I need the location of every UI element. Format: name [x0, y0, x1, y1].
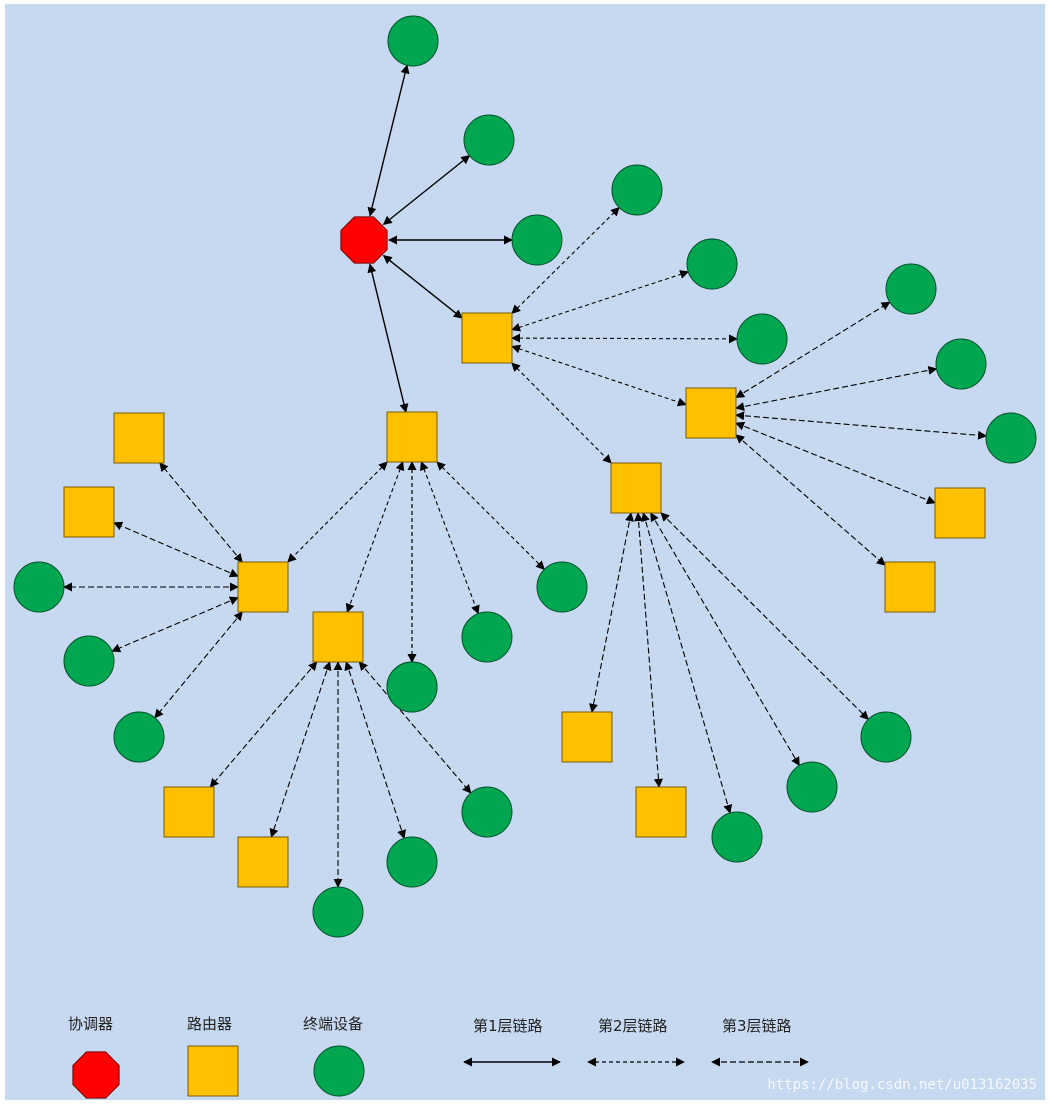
edges-layer [63, 64, 987, 888]
router-node-R10 [934, 487, 986, 539]
edge-C-RA [382, 255, 463, 319]
end-device-node-E5 [686, 238, 738, 290]
edge-RB-E18 [420, 461, 480, 615]
router-node-RC [685, 387, 737, 439]
edge-RC-R11 [735, 434, 886, 566]
watermark-text: https://blog.csdn.net/u013162035 [767, 1077, 1037, 1093]
edge-RC-R10 [735, 421, 936, 505]
edge-RA-E5 [511, 270, 690, 332]
edge-RF-E30 [358, 661, 472, 794]
edge-C-RB [367, 263, 409, 413]
end-device-node-E3 [511, 214, 563, 266]
end-device-node-E14 [711, 811, 763, 863]
end-device-node-E18 [461, 611, 513, 663]
router-node-R11 [884, 561, 936, 613]
edge-RE-E25 [154, 611, 243, 719]
router-node-R12 [561, 711, 613, 763]
edge-RA-RD [511, 362, 612, 464]
router-node-RD [610, 462, 662, 514]
coordinator-node-C [340, 216, 388, 264]
end-device-node-E1 [387, 15, 439, 67]
router-node-RA [461, 312, 513, 364]
router-node-R26 [163, 786, 215, 838]
router-node-R27 [237, 836, 289, 888]
end-device-node-E9 [985, 412, 1037, 464]
end-device-node-E24 [63, 635, 115, 687]
end-device-node-E28 [312, 886, 364, 938]
edge-RE-R21 [159, 462, 243, 563]
edge-RD-E16 [660, 512, 869, 720]
edge-RB-RE [287, 461, 388, 563]
edge-RB-E19 [436, 461, 545, 570]
legend-router-icon [187, 1045, 239, 1097]
end-device-node-E7 [885, 263, 937, 315]
edge-RD-E15 [650, 512, 800, 767]
edge-C-E1 [367, 64, 410, 217]
network-topology-diagram: 协调器 路由器 终端设备 第1层链路 第2层链路 第3层链路 https://b… [5, 4, 1045, 1100]
edge-RD-R12 [589, 512, 634, 713]
topology-svg: 协调器 路由器 终端设备 第1层链路 第2层链路 第3层链路 https://b… [13, 15, 1037, 1099]
end-device-node-E6 [736, 313, 788, 365]
end-device-node-E15 [786, 761, 838, 813]
legend-router-label: 路由器 [187, 1015, 232, 1033]
end-device-node-E30 [461, 786, 513, 838]
edge-RA-RC [511, 344, 687, 407]
edge-RC-E8 [735, 365, 938, 411]
router-node-RF [312, 611, 364, 663]
end-device-node-E4 [611, 164, 663, 216]
edge-RB-RF [345, 461, 405, 613]
router-node-RB [386, 411, 438, 463]
legend-end-device-icon [313, 1045, 365, 1097]
end-device-node-E29 [386, 836, 438, 888]
router-node-RE [237, 561, 289, 613]
legend-end-device-label: 终端设备 [303, 1015, 363, 1033]
legend-link2-label: 第2层链路 [598, 1017, 668, 1035]
edge-RC-E9 [735, 411, 987, 440]
end-device-node-E23 [13, 561, 65, 613]
router-node-R21 [113, 412, 165, 464]
legend: 协调器 路由器 终端设备 第1层链路 第2层链路 第3层链路 https://b… [68, 1015, 1037, 1099]
edge-RF-R27 [269, 661, 332, 838]
legend-link1-label: 第1层链路 [473, 1017, 543, 1035]
end-device-node-E2 [463, 114, 515, 166]
nodes-layer [13, 15, 1037, 938]
router-node-R22 [63, 486, 115, 538]
edge-RE-R22 [113, 521, 239, 578]
edge-RE-E24 [111, 596, 239, 653]
end-device-node-E20 [386, 661, 438, 713]
edge-RD-R13 [634, 512, 663, 788]
edge-C-E2 [382, 155, 471, 225]
end-device-node-E19 [536, 561, 588, 613]
edge-RA-E6 [511, 333, 738, 344]
legend-coordinator-icon [72, 1051, 120, 1099]
edge-RD-E14 [641, 512, 733, 814]
edge-RF-R26 [209, 661, 318, 788]
end-device-node-E16 [860, 711, 912, 763]
legend-link3-label: 第3层链路 [722, 1017, 792, 1035]
end-device-node-E25 [113, 711, 165, 763]
end-device-node-E8 [935, 338, 987, 390]
legend-coordinator-label: 协调器 [68, 1015, 113, 1033]
router-node-R13 [635, 786, 687, 838]
